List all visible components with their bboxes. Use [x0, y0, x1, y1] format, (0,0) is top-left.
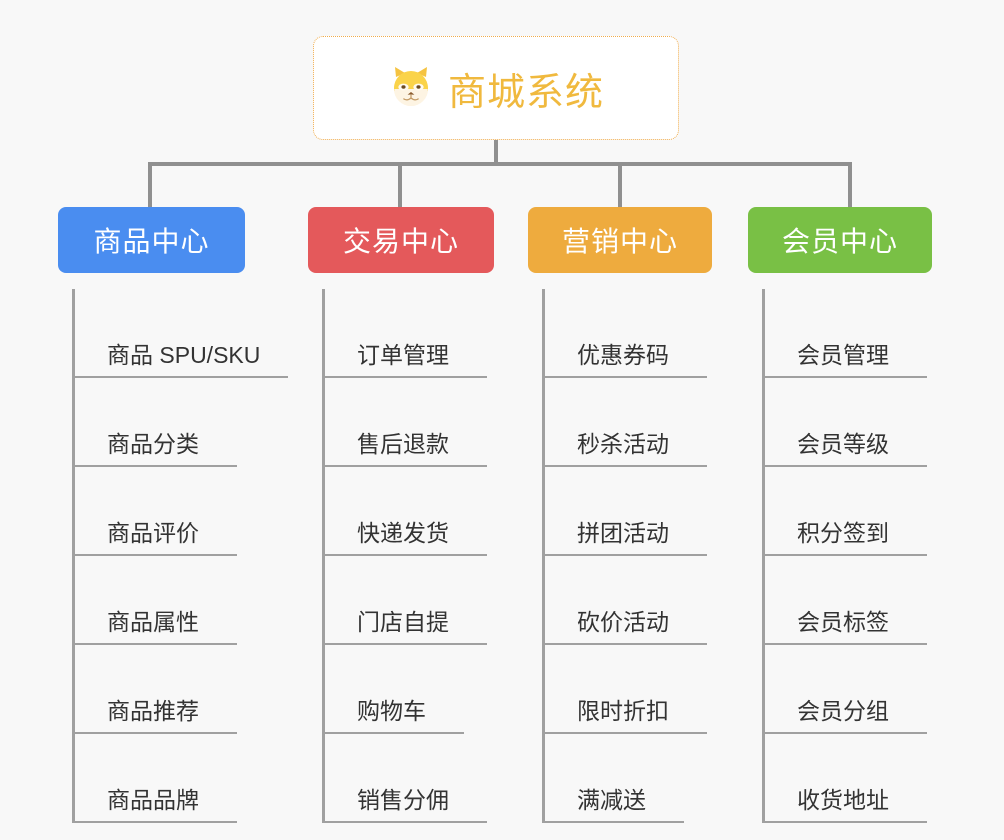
connector-drop-交易中心 — [398, 162, 402, 209]
list-item[interactable]: 满减送 — [542, 734, 748, 823]
list-item-label: 商品评价 — [107, 520, 199, 546]
list-item-label: 商品推荐 — [107, 698, 199, 724]
list-item[interactable]: 快递发货 — [322, 467, 528, 556]
list-item-label: 积分签到 — [797, 520, 889, 546]
list-item[interactable]: 会员分组 — [762, 645, 968, 734]
list-item[interactable]: 积分签到 — [762, 467, 968, 556]
list-item-label: 商品分类 — [107, 431, 199, 457]
connector-drop-商品中心 — [148, 162, 152, 209]
list-item[interactable]: 门店自提 — [322, 556, 528, 645]
list-item-label: 购物车 — [357, 698, 426, 724]
list-item[interactable]: 商品推荐 — [72, 645, 278, 734]
list-item[interactable]: 商品属性 — [72, 556, 278, 645]
list-item[interactable]: 购物车 — [322, 645, 528, 734]
category-header-label: 商品中心 — [93, 226, 210, 257]
connector-root-stem — [494, 140, 498, 164]
list-item[interactable]: 商品品牌 — [72, 734, 278, 823]
list-item[interactable]: 收货地址 — [762, 734, 968, 823]
root-node-title: 商城系统 — [447, 71, 604, 114]
leaf-list-营销中心: 优惠券码 秒杀活动 拼团活动 砍价活动 限时折扣 满减送 — [542, 289, 748, 823]
list-item-label: 限时折扣 — [577, 698, 669, 724]
category-header-交易中心[interactable]: 交易中心 — [308, 207, 494, 273]
list-item-label: 商品 SPU/SKU — [107, 342, 261, 368]
list-item[interactable]: 砍价活动 — [542, 556, 748, 645]
list-item-label: 销售分佣 — [357, 787, 449, 813]
list-item[interactable]: 会员标签 — [762, 556, 968, 645]
list-item-label: 订单管理 — [357, 342, 449, 368]
list-item-label: 满减送 — [577, 787, 646, 813]
category-header-会员中心[interactable]: 会员中心 — [748, 207, 932, 273]
list-item-label: 砍价活动 — [577, 609, 669, 635]
category-header-label: 营销中心 — [561, 226, 678, 257]
list-item[interactable]: 会员等级 — [762, 378, 968, 467]
category-column-营销中心: 营销中心 优惠券码 秒杀活动 拼团活动 砍价活动 限时折扣 — [528, 207, 748, 839]
list-item[interactable]: 限时折扣 — [542, 645, 748, 734]
list-item-label: 商品属性 — [107, 609, 199, 635]
list-item-label: 会员等级 — [797, 431, 889, 457]
list-item-label: 会员管理 — [797, 342, 889, 368]
category-header-label: 会员中心 — [781, 226, 898, 257]
list-item-label: 优惠券码 — [577, 342, 669, 368]
list-item[interactable]: 售后退款 — [322, 378, 528, 467]
list-item-label: 商品品牌 — [107, 787, 199, 813]
list-item-label: 会员标签 — [797, 609, 889, 635]
category-header-label: 交易中心 — [342, 226, 459, 257]
leaf-list-会员中心: 会员管理 会员等级 积分签到 会员标签 会员分组 收货地址 — [762, 289, 968, 823]
category-header-商品中心[interactable]: 商品中心 — [58, 207, 245, 273]
list-item[interactable]: 优惠券码 — [542, 289, 748, 378]
root-node-mall-system[interactable]: 商城系统 — [313, 36, 679, 140]
category-header-营销中心[interactable]: 营销中心 — [528, 207, 712, 273]
list-item[interactable]: 秒杀活动 — [542, 378, 748, 467]
list-item[interactable]: 销售分佣 — [322, 734, 528, 823]
list-item-label: 售后退款 — [357, 431, 449, 457]
list-item[interactable]: 订单管理 — [322, 289, 528, 378]
list-item-label: 会员分组 — [797, 698, 889, 724]
connector-drop-营销中心 — [618, 162, 622, 209]
list-item[interactable]: 会员管理 — [762, 289, 968, 378]
connector-drop-会员中心 — [848, 162, 852, 209]
connector-horizontal-bus — [148, 162, 852, 166]
list-item-label: 门店自提 — [357, 609, 449, 635]
leaf-list-商品中心: 商品 SPU/SKU 商品分类 商品评价 商品属性 商品推荐 商品品牌 — [72, 289, 288, 823]
list-item[interactable]: 拼团活动 — [542, 467, 748, 556]
shiba-dog-face-icon — [388, 65, 434, 111]
list-item[interactable]: 商品 SPU/SKU — [72, 289, 288, 378]
list-item-label: 拼团活动 — [577, 520, 669, 546]
list-item[interactable]: 商品分类 — [72, 378, 278, 467]
leaf-list-交易中心: 订单管理 售后退款 快递发货 门店自提 购物车 销售分佣 — [322, 289, 528, 823]
category-column-交易中心: 交易中心 订单管理 售后退款 快递发货 门店自提 购物车 — [308, 207, 528, 839]
list-item[interactable]: 商品评价 — [72, 467, 278, 556]
category-column-商品中心: 商品中心 商品 SPU/SKU 商品分类 商品评价 商品属性 商品推荐 — [58, 207, 288, 839]
list-item-label: 快递发货 — [357, 520, 449, 546]
list-item-label: 秒杀活动 — [577, 431, 669, 457]
category-column-会员中心: 会员中心 会员管理 会员等级 积分签到 会员标签 会员分组 — [748, 207, 968, 839]
list-item-label: 收货地址 — [797, 787, 889, 813]
